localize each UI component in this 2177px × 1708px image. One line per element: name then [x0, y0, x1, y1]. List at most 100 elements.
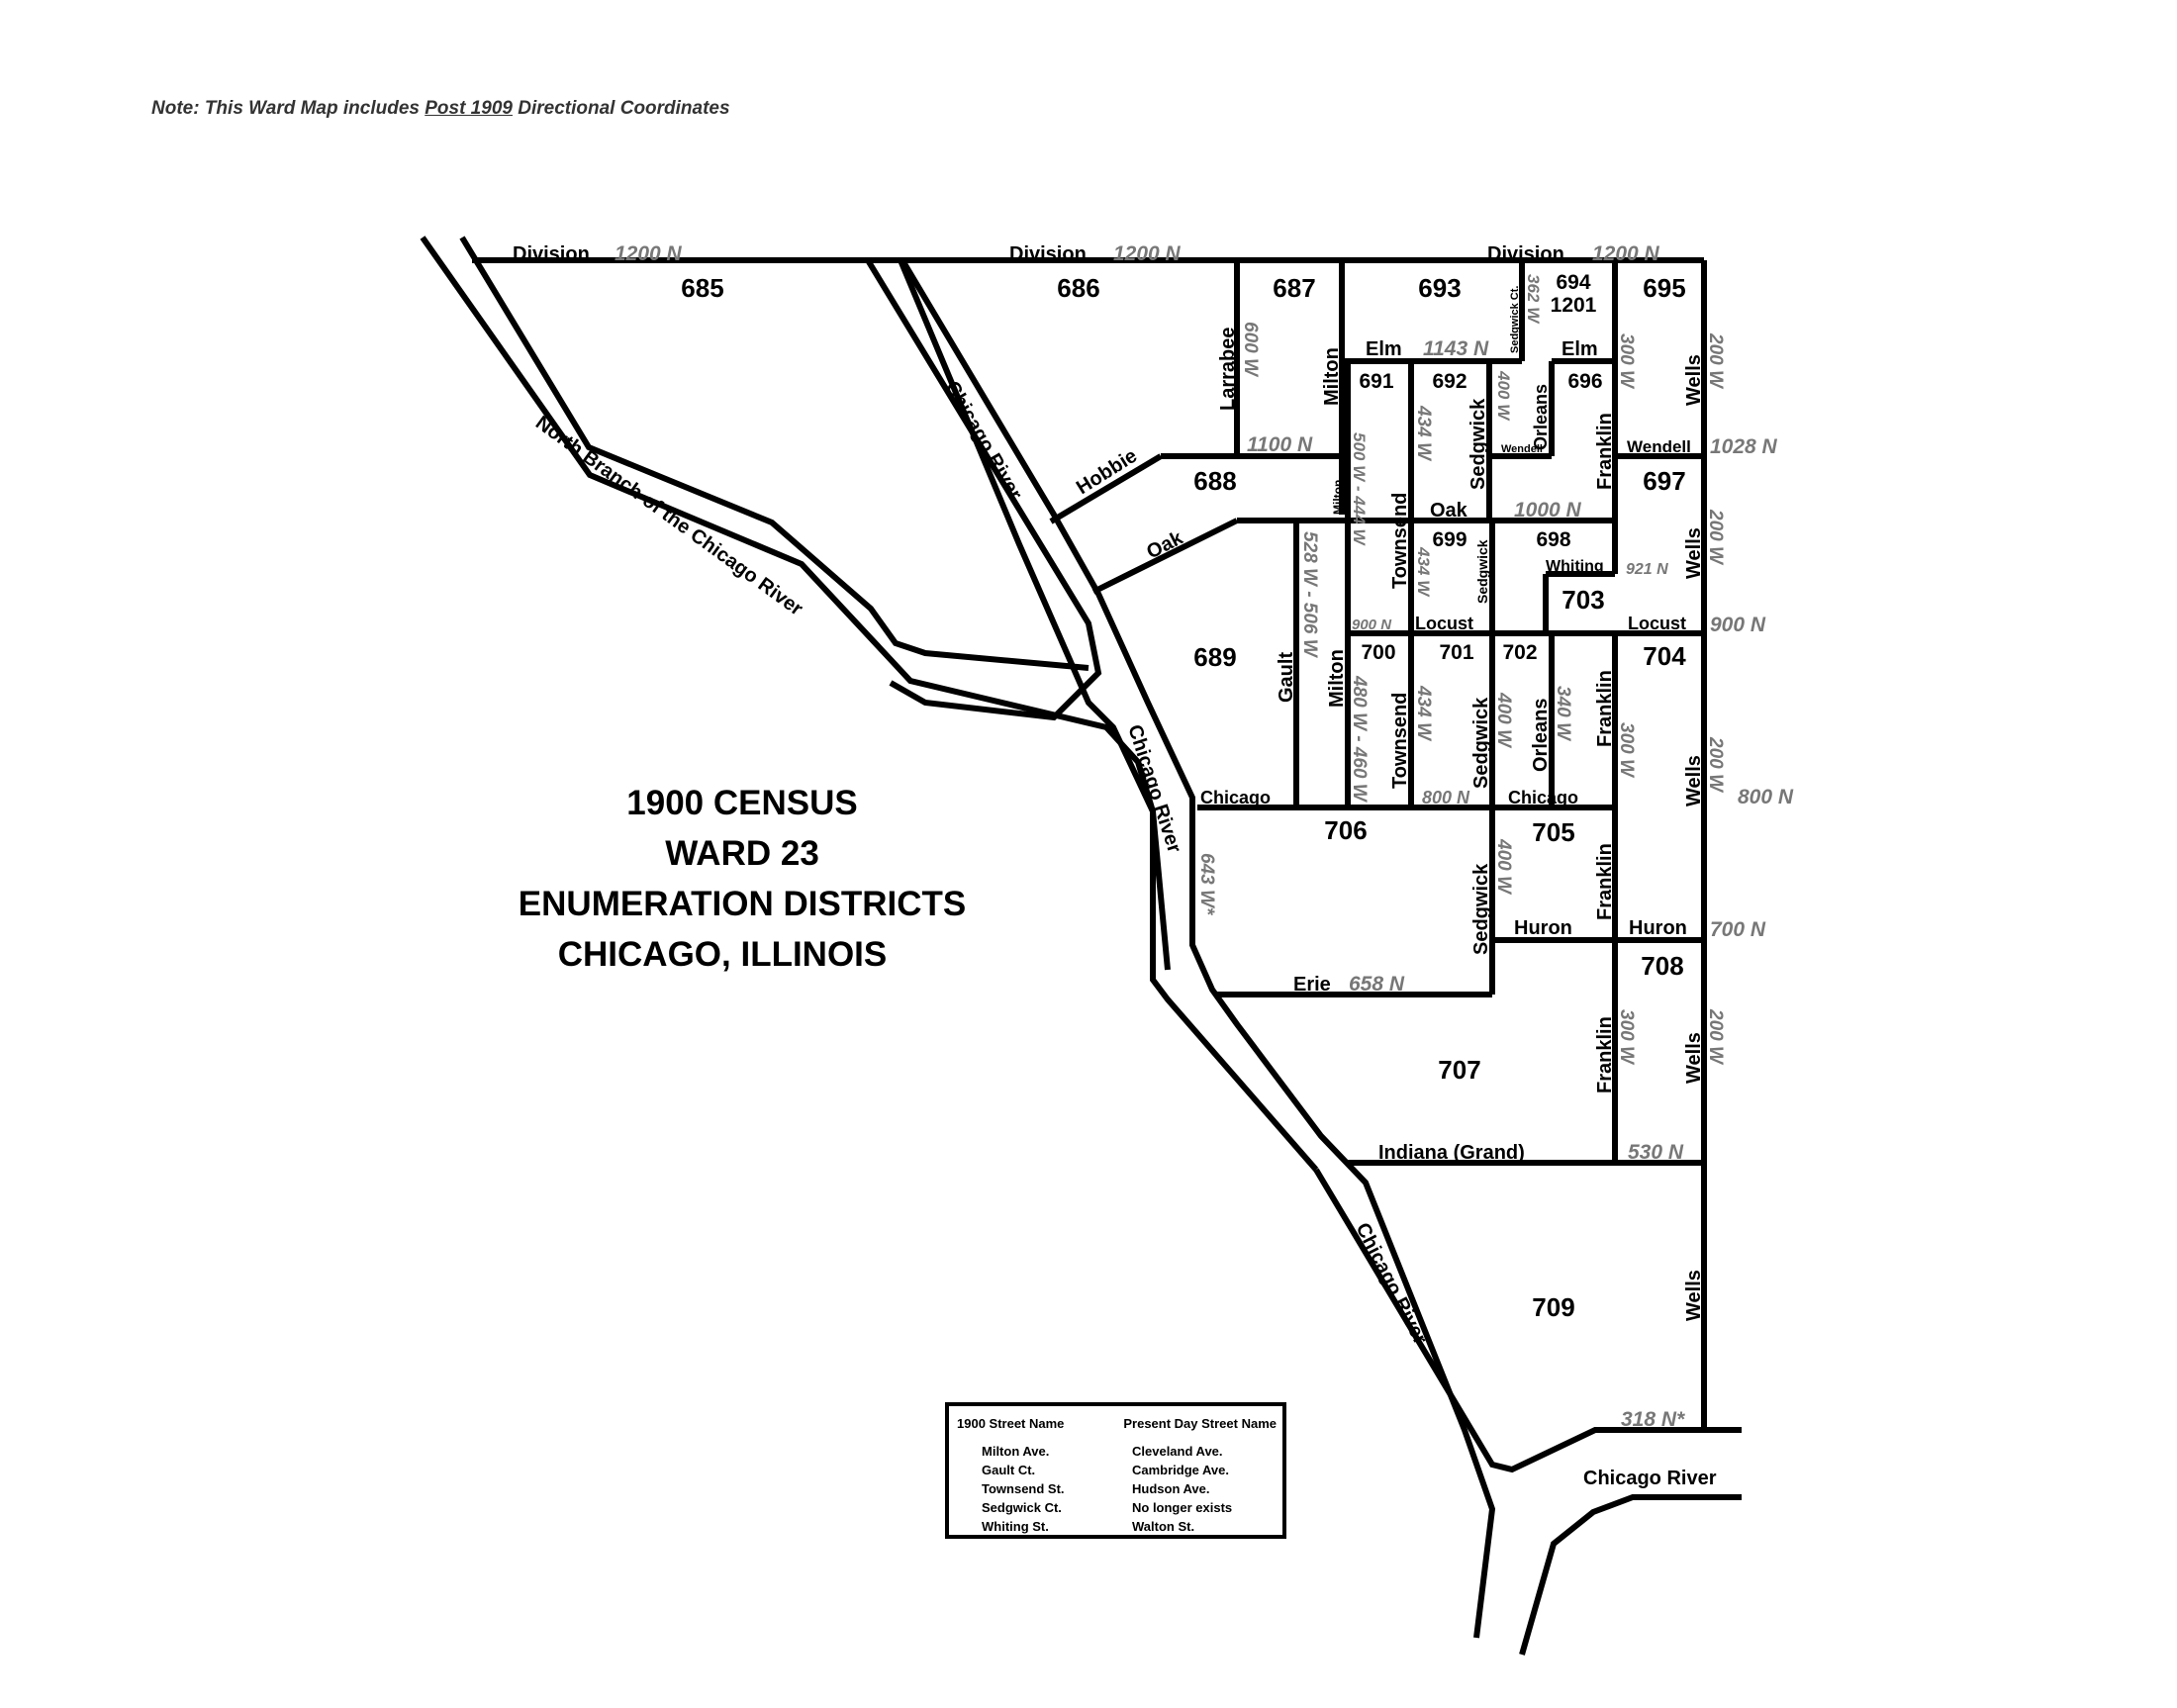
label-wells-5: Wells: [1683, 1270, 1705, 1321]
district-686: 686: [1057, 273, 1099, 303]
note-prefix: Note: This Ward Map includes: [151, 98, 426, 119]
coord-530n: 530 N: [1628, 1141, 1684, 1164]
label-townsend-2: Townsend: [1389, 693, 1411, 789]
chicago-river-west-bank: [899, 258, 1496, 1639]
district-699: 699: [1432, 528, 1467, 551]
label-sedgwick-1: Sedgwick: [1467, 398, 1489, 490]
coord-500-444w: 500 W - 444 W: [1350, 432, 1369, 546]
coord-300w-1: 300 W: [1616, 333, 1637, 390]
label-franklin-1: Franklin: [1594, 413, 1616, 490]
coord-1028n: 1028 N: [1710, 435, 1778, 458]
legend-new-2: Hudson Ave.: [1132, 1481, 1210, 1496]
label-erie: Erie: [1293, 974, 1331, 996]
legend-old-0: Milton Ave.: [982, 1444, 1050, 1459]
label-north-branch: North Branch of the Chicago River: [531, 412, 806, 620]
legend-header-old: 1900 Street Name: [957, 1416, 1065, 1431]
coord-900n-1: 900 N: [1352, 617, 1392, 633]
legend-old-1: Gault Ct.: [982, 1463, 1036, 1477]
coord-362w: 362 W: [1524, 274, 1543, 325]
label-river-4: Chicago River: [1583, 1468, 1717, 1489]
note-suffix: Directional Coordinates: [512, 98, 730, 119]
district-700: 700: [1361, 641, 1395, 664]
label-locust-1: Locust: [1415, 614, 1473, 633]
district-688: 688: [1193, 466, 1236, 496]
district-705: 705: [1532, 817, 1574, 847]
district-696: 696: [1567, 370, 1602, 393]
legend-new-3: No longer exists: [1132, 1500, 1233, 1515]
label-oak-2: Oak: [1430, 500, 1468, 522]
coord-800n-2: 800 N: [1738, 786, 1794, 808]
label-sedgwick-2: Sedgwick: [1470, 697, 1492, 789]
coord-921n: 921 N: [1626, 561, 1668, 578]
map-title: 1900 CENSUS WARD 23 ENUMERATION DISTRICT…: [465, 778, 1019, 980]
map-note: Note: This Ward Map includes Post 1909 D…: [151, 98, 730, 120]
district-701: 701: [1439, 641, 1473, 664]
legend-header: 1900 Street Name Present Day Street Name: [957, 1416, 1277, 1431]
district-numbers: 685 686 687 688 689 691 692 693 694 1201…: [681, 271, 1686, 1322]
coord-1100n: 1100 N: [1247, 433, 1313, 456]
legend-new-1: Cambridge Ave.: [1132, 1463, 1230, 1477]
label-elm-1: Elm: [1366, 338, 1402, 360]
label-larrabee: Larrabee: [1217, 328, 1239, 412]
district-694: 694: [1556, 271, 1590, 294]
label-wendell: Wendell: [1627, 437, 1691, 456]
coord-480-460w: 480 W - 460 W: [1349, 675, 1370, 804]
label-wells-2: Wells: [1683, 527, 1705, 579]
label-townsend-1: Townsend: [1389, 493, 1411, 589]
legend-old-4: Whiting St.: [982, 1519, 1049, 1534]
label-franklin-2: Franklin: [1594, 670, 1616, 747]
coord-1200n-2: 1200 N: [1113, 242, 1182, 265]
district-693: 693: [1418, 273, 1461, 303]
label-division-3: Division: [1487, 243, 1564, 265]
district-1201: 1201: [1551, 294, 1597, 317]
legend-old-3: Sedgwick Ct.: [982, 1500, 1062, 1515]
coord-300w-3: 300 W: [1616, 1009, 1637, 1066]
district-685: 685: [681, 273, 723, 303]
coord-1143n: 1143 N: [1423, 337, 1489, 360]
label-sedgwick-3: Sedgwick: [1470, 863, 1492, 955]
legend-old-names: Milton Ave. Gault Ct. Townsend St. Sedgw…: [982, 1442, 1065, 1536]
coord-400w-3: 400 W: [1493, 838, 1514, 896]
district-698: 698: [1536, 528, 1570, 551]
district-689: 689: [1193, 642, 1236, 672]
river-south-channel: [1519, 1494, 1742, 1656]
coord-1000n: 1000 N: [1514, 499, 1582, 522]
district-708: 708: [1641, 951, 1683, 981]
legend-header-new: Present Day Street Name: [1123, 1416, 1277, 1431]
coord-1200n-1: 1200 N: [615, 242, 683, 265]
coord-434w-3: 434 W: [1413, 685, 1434, 742]
label-wells-4: Wells: [1683, 1032, 1705, 1084]
label-franklin-3: Franklin: [1594, 843, 1616, 920]
street-lines: [420, 236, 1742, 1656]
district-697: 697: [1643, 466, 1685, 496]
label-orleans-2: Orleans: [1530, 699, 1552, 772]
coord-434w-1: 434 W: [1413, 405, 1434, 462]
coord-643w: 643 W*: [1196, 853, 1217, 916]
legend-new-names: Cleveland Ave. Cambridge Ave. Hudson Ave…: [1132, 1442, 1232, 1536]
label-sedgwick-small: Sedgwick: [1474, 539, 1490, 604]
label-wendell-small: Wendell: [1501, 443, 1543, 455]
label-franklin-4: Franklin: [1594, 1016, 1616, 1093]
legend-new-0: Cleveland Ave.: [1132, 1444, 1223, 1459]
coord-340w: 340 W: [1553, 686, 1573, 742]
district-702: 702: [1502, 641, 1537, 664]
district-703: 703: [1562, 585, 1604, 615]
legend-new-4: Walton St.: [1132, 1519, 1195, 1534]
coord-434w-2: 434 W: [1414, 546, 1433, 598]
title-line-1: 1900 CENSUS: [626, 784, 858, 822]
district-692: 692: [1432, 370, 1467, 393]
district-707: 707: [1438, 1055, 1480, 1085]
hobbie-street-line: [1049, 453, 1163, 524]
north-branch-west: [420, 236, 1171, 971]
label-chicago-ave-2: Chicago: [1508, 788, 1578, 807]
note-underlined: Post 1909: [425, 98, 513, 119]
label-milton-1: Milton: [1321, 347, 1343, 406]
coord-600w: 600 W: [1240, 322, 1261, 378]
coord-300w-2: 300 W: [1616, 722, 1637, 779]
label-sedgwick-ct: Sedgwick Ct.: [1509, 286, 1521, 353]
label-division-1: Division: [513, 243, 590, 265]
coord-800n-1: 800 N: [1422, 788, 1470, 807]
label-milton-2: Milton: [1326, 649, 1348, 708]
coord-700n: 700 N: [1710, 918, 1766, 941]
